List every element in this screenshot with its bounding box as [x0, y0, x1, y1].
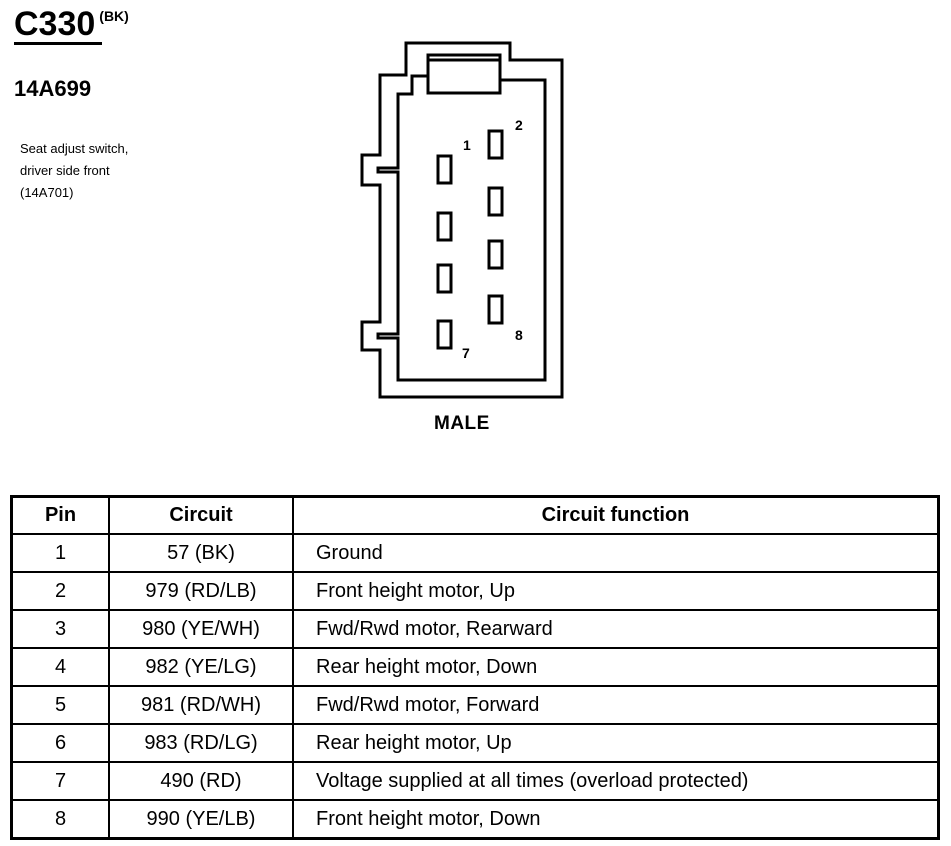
- pin-1-terminal: [436, 154, 453, 185]
- pin-4-terminal: [487, 186, 504, 217]
- table-row: 5 981 (RD/WH) Fwd/Rwd motor, Forward: [10, 685, 940, 725]
- pin-label-2: 2: [515, 117, 523, 133]
- cell-circuit: 982 (YE/LG): [108, 647, 294, 687]
- pin-label-7: 7: [462, 345, 470, 361]
- connector-outer-outline: [360, 41, 564, 399]
- cell-pin: 7: [10, 761, 110, 801]
- locking-tab: [426, 53, 502, 95]
- cell-function: Rear height motor, Up: [292, 723, 940, 763]
- connector-face-diagram: 1 2 7 8: [360, 41, 564, 399]
- description-line-3: (14A701): [20, 185, 74, 200]
- cell-circuit: 983 (RD/LG): [108, 723, 294, 763]
- pin-5-terminal: [436, 263, 453, 294]
- connector-description: Seat adjust switch, driver side front (1…: [20, 138, 128, 204]
- connector-title: C330(BK): [14, 4, 129, 44]
- cell-function: Fwd/Rwd motor, Forward: [292, 685, 940, 725]
- cell-pin: 8: [10, 799, 110, 840]
- cell-pin: 2: [10, 571, 110, 611]
- cell-pin: 3: [10, 609, 110, 649]
- cell-function: Front height motor, Up: [292, 571, 940, 611]
- description-line-2: driver side front: [20, 163, 110, 178]
- cell-function: Rear height motor, Down: [292, 647, 940, 687]
- connector-id: C330: [14, 5, 96, 43]
- table-row: 2 979 (RD/LB) Front height motor, Up: [10, 571, 940, 611]
- pin-7-terminal: [436, 319, 453, 350]
- cell-circuit: 980 (YE/WH): [108, 609, 294, 649]
- cell-pin: 6: [10, 723, 110, 763]
- pin-3-terminal: [436, 211, 453, 242]
- cell-circuit: 57 (BK): [108, 533, 294, 573]
- header-circuit-function: Circuit function: [292, 495, 940, 535]
- cell-function: Voltage supplied at all times (overload …: [292, 761, 940, 801]
- table-row: 3 980 (YE/WH) Fwd/Rwd motor, Rearward: [10, 609, 940, 649]
- table-row: 4 982 (YE/LG) Rear height motor, Down: [10, 647, 940, 687]
- pin-label-1: 1: [463, 137, 471, 153]
- table-row: 1 57 (BK) Ground: [10, 533, 940, 573]
- connector-color: (BK): [99, 8, 129, 24]
- view-label: MALE: [434, 413, 490, 434]
- cell-pin: 5: [10, 685, 110, 725]
- table-header-row: Pin Circuit Circuit function: [10, 495, 940, 535]
- cell-circuit: 981 (RD/WH): [108, 685, 294, 725]
- cell-circuit: 990 (YE/LB): [108, 799, 294, 840]
- cell-pin: 1: [10, 533, 110, 573]
- cell-function: Ground: [292, 533, 940, 573]
- cell-circuit: 490 (RD): [108, 761, 294, 801]
- table-row: 6 983 (RD/LG) Rear height motor, Up: [10, 723, 940, 763]
- table-row: 8 990 (YE/LB) Front height motor, Down: [10, 799, 940, 840]
- pin-8-terminal: [487, 294, 504, 325]
- cell-pin: 4: [10, 647, 110, 687]
- cell-function: Front height motor, Down: [292, 799, 940, 840]
- pin-table: Pin Circuit Circuit function 1 57 (BK) G…: [10, 495, 940, 840]
- connector-inner-outline: [376, 58, 547, 382]
- description-line-1: Seat adjust switch,: [20, 141, 129, 156]
- title-underline: [14, 42, 102, 45]
- table-row: 7 490 (RD) Voltage supplied at all times…: [10, 761, 940, 801]
- header-circuit: Circuit: [108, 495, 294, 535]
- header-pin: Pin: [10, 495, 110, 535]
- pin-label-8: 8: [515, 327, 523, 343]
- pin-2-terminal: [487, 129, 504, 160]
- cell-circuit: 979 (RD/LB): [108, 571, 294, 611]
- pin-6-terminal: [487, 239, 504, 270]
- cell-function: Fwd/Rwd motor, Rearward: [292, 609, 940, 649]
- part-number: 14A699: [14, 76, 92, 101]
